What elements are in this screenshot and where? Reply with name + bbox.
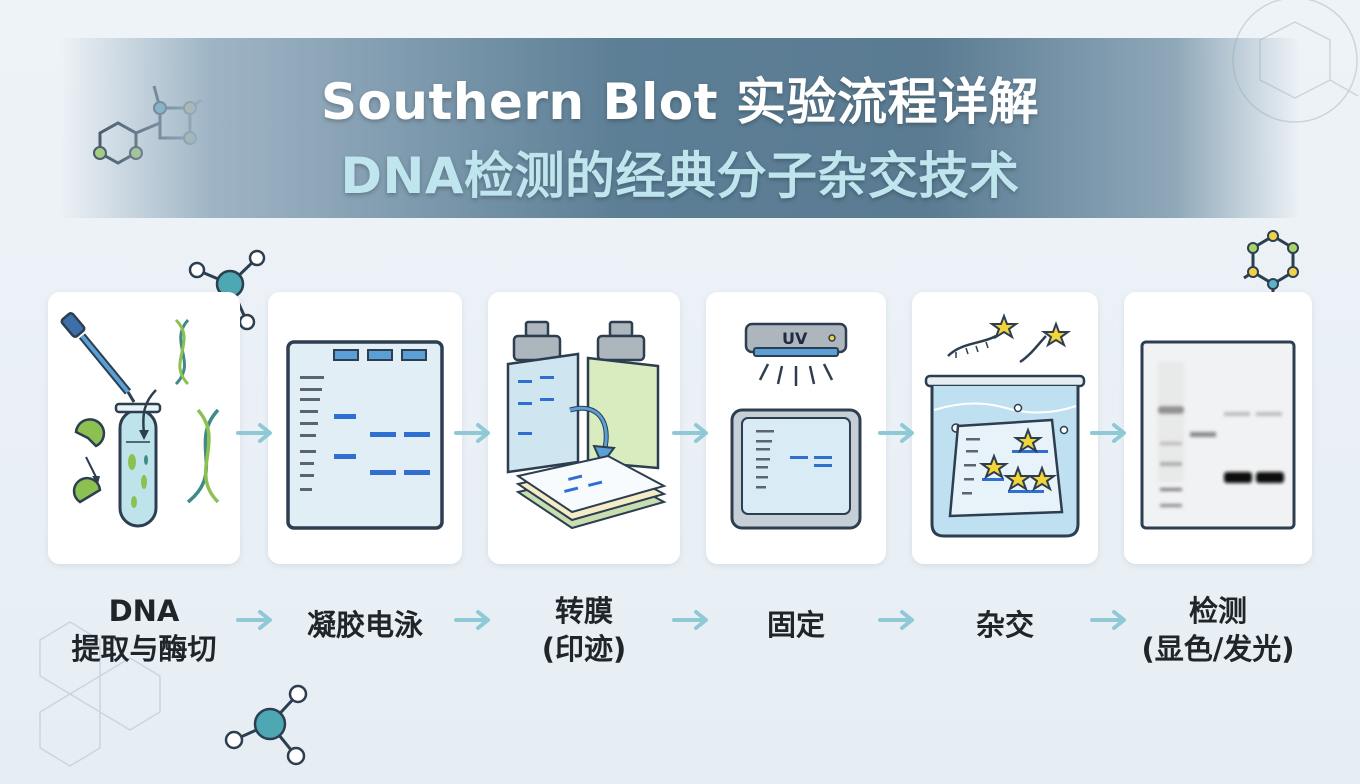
test-tube-icon [114, 402, 162, 528]
uv-lamp-label: UV [782, 329, 808, 348]
step-label-line1: 杂交 [975, 608, 1034, 642]
title-banner [60, 38, 1300, 218]
gel-illustration [286, 340, 444, 530]
dna-helix-icon [174, 318, 190, 386]
probe-star-icon [978, 453, 1010, 480]
arrow-right-icon [878, 610, 914, 630]
step-label-line1: 检测 [1188, 594, 1247, 628]
detection-film-illustration [1140, 340, 1296, 530]
probe-star-icon [1002, 465, 1034, 492]
step-label-line1: 转膜 [554, 594, 613, 628]
uv-fixation-illustration: UV [730, 322, 862, 530]
arrow-right-icon [236, 610, 272, 630]
step-label-line1: 凝胶电泳 [306, 608, 423, 642]
enzyme-icon [72, 418, 106, 504]
arrow-right-icon [1090, 610, 1126, 630]
probe-star-icon [988, 313, 1020, 340]
arrow-right-icon [672, 610, 708, 630]
arrow-right-icon [454, 610, 490, 630]
arrow-right-icon [236, 423, 272, 443]
step-label-line1: DNA [108, 594, 180, 628]
arrow-right-icon [672, 423, 708, 443]
step-label-hybridization: 杂交 [912, 606, 1098, 644]
step-label-detection: 检测 (显色/发光) [1110, 592, 1326, 668]
dna-extraction-illustration [60, 312, 220, 528]
step-card-detection [1124, 292, 1312, 564]
probe-star-icon [1026, 465, 1058, 492]
step-label-line2: (印迹) [541, 632, 627, 666]
page-title: Southern Blot 实验流程详解 [321, 73, 1039, 131]
step-card-hybridization [912, 292, 1098, 564]
probe-star-icon [1040, 321, 1072, 348]
step-label-transfer: 转膜 (印迹) [478, 592, 690, 668]
step-card-fixation: UV [706, 292, 886, 564]
step-card-dna-extraction [48, 292, 240, 564]
step-card-transfer [488, 292, 680, 564]
step-label-dna-extraction: DNA 提取与酶切 [38, 592, 250, 668]
transfer-illustration [506, 320, 667, 530]
hexagon-pattern-decoration [39, 621, 161, 767]
step-label-line2: (显色/发光) [1141, 632, 1295, 666]
step-label-fixation: 固定 [706, 606, 886, 644]
arrow-right-icon [1090, 423, 1126, 443]
molecule-decoration-topright [1243, 230, 1299, 296]
molecule-decoration-bottom [224, 684, 308, 766]
probe-star-icon [1012, 427, 1044, 454]
arrow-right-icon [454, 423, 490, 443]
step-label-line2: 提取与酶切 [71, 632, 217, 666]
step-label-line1: 固定 [766, 608, 825, 642]
arrow-right-icon [878, 423, 914, 443]
page-subtitle: DNA检测的经典分子杂交技术 [340, 147, 1020, 205]
step-card-gel-electrophoresis [268, 292, 462, 564]
step-label-gel-electrophoresis: 凝胶电泳 [268, 606, 462, 644]
hybridization-illustration [924, 313, 1086, 538]
